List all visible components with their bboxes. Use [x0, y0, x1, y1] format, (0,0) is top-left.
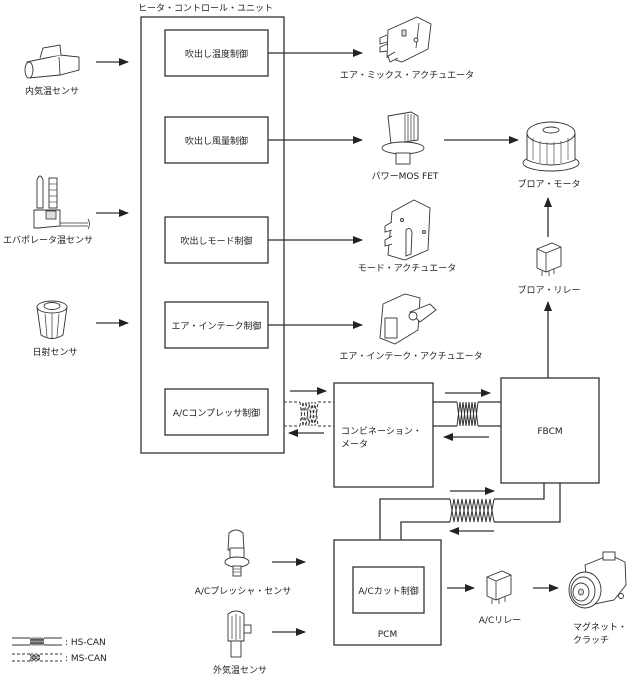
control-intake: エア・インテーク制御 [164, 301, 269, 349]
mode-actuator-label: モード・アクチュエータ [358, 263, 457, 274]
hs-can-link-meter-fbcm [433, 401, 501, 427]
evaporator-temp-sensor: エバポレータ温センサ [3, 175, 93, 246]
control-intake-label: エア・インテーク制御 [171, 320, 261, 332]
legend-hs-can-label: : HS-CAN [65, 638, 106, 648]
power-mosfet-label: パワーMOS FET [372, 171, 439, 182]
mode-actuator-icon [384, 199, 431, 261]
air-intake-actuator-label: エア・インテーク・アクチュエータ [339, 351, 482, 362]
fbcm-label: FBCM [537, 427, 562, 437]
control-ac: A/Cコンプレッサ制御 [164, 388, 269, 436]
ac-relay-label: A/Cリレー [479, 616, 521, 626]
combination-meter: コンビネーション・ メータ [333, 382, 434, 488]
in-car-temp-sensor-icon [24, 44, 80, 79]
legend-ms-can-label: : MS-CAN [65, 654, 107, 664]
control-mode-label: 吹出しモード制御 [180, 235, 252, 247]
air-mix-actuator-icon [379, 16, 432, 63]
blower-relay: ブロア・リレー [517, 242, 581, 296]
control-airflow: 吹出し風量制御 [164, 116, 269, 164]
combination-meter-label-2: メータ [341, 439, 368, 450]
air-intake-actuator: エア・インテーク・アクチュエータ [339, 293, 483, 362]
magnet-clutch-label-2: クラッチ [573, 635, 609, 646]
compressor-icon [568, 551, 627, 609]
pcm-label: PCM [378, 630, 397, 640]
solar-sensor-icon [36, 300, 68, 339]
legend: : HS-CAN : MS-CAN [12, 636, 107, 664]
solar-sensor: 日射センサ [32, 300, 78, 358]
ac-pressure-sensor-icon [224, 529, 250, 577]
blower-relay-icon [536, 242, 562, 276]
evaporator-temp-sensor-icon [33, 175, 90, 230]
heater-unit-title: ヒータ・コントロール・ユニット [138, 3, 273, 14]
air-mix-actuator-label: エア・ミックス・アクチュエータ [340, 70, 474, 81]
combination-meter-label-1: コンビネーション・ [341, 426, 422, 437]
blower-motor-label: ブロア・モータ [517, 178, 580, 190]
blower-relay-label: ブロア・リレー [517, 284, 580, 296]
blower-motor-icon [522, 121, 580, 172]
ambient-temp-sensor-label: 外気温センサ [213, 664, 267, 676]
hs-can-link-pcm-fbcm [379, 483, 561, 540]
ac-cut-control-label: A/Cカット制御 [358, 585, 418, 597]
control-temp: 吹出し温度制御 [164, 29, 269, 77]
in-car-temp-sensor-label: 内気温センサ [25, 85, 79, 97]
blower-motor: ブロア・モータ [517, 121, 581, 190]
solar-sensor-label: 日射センサ [32, 346, 77, 358]
control-ac-label: A/Cコンプレッサ制御 [173, 407, 260, 419]
air-mix-actuator: エア・ミックス・アクチュエータ [340, 16, 474, 81]
air-intake-actuator-icon [379, 293, 437, 345]
evaporator-temp-sensor-label: エバポレータ温センサ [3, 235, 93, 246]
ac-pressure-sensor-label: A/Cプレッシャ・センサ [195, 586, 291, 597]
ac-pressure-sensor: A/Cプレッシャ・センサ [195, 529, 291, 597]
ac-relay: A/Cリレー [479, 570, 521, 626]
magnet-clutch: マグネット・ クラッチ [568, 551, 627, 646]
control-airflow-label: 吹出し風量制御 [185, 135, 248, 147]
pcm: A/Cカット制御 PCM [333, 539, 442, 646]
control-temp-label: 吹出し温度制御 [185, 48, 248, 60]
control-mode: 吹出しモード制御 [164, 216, 269, 264]
ac-relay-icon [486, 570, 512, 604]
in-car-temp-sensor: 内気温センサ [24, 44, 80, 97]
legend-ms-can: : MS-CAN [12, 652, 107, 664]
legend-hs-can: : HS-CAN [12, 636, 106, 648]
ambient-temp-sensor-icon [227, 610, 252, 658]
mode-actuator: モード・アクチュエータ [358, 199, 457, 274]
ms-can-link [284, 401, 334, 427]
power-mosfet-icon [381, 111, 425, 165]
magnet-clutch-label-1: マグネット・ [573, 621, 627, 633]
ambient-temp-sensor: 外気温センサ [213, 610, 267, 676]
fbcm: FBCM [500, 377, 600, 484]
power-mosfet: パワーMOS FET [372, 111, 439, 182]
